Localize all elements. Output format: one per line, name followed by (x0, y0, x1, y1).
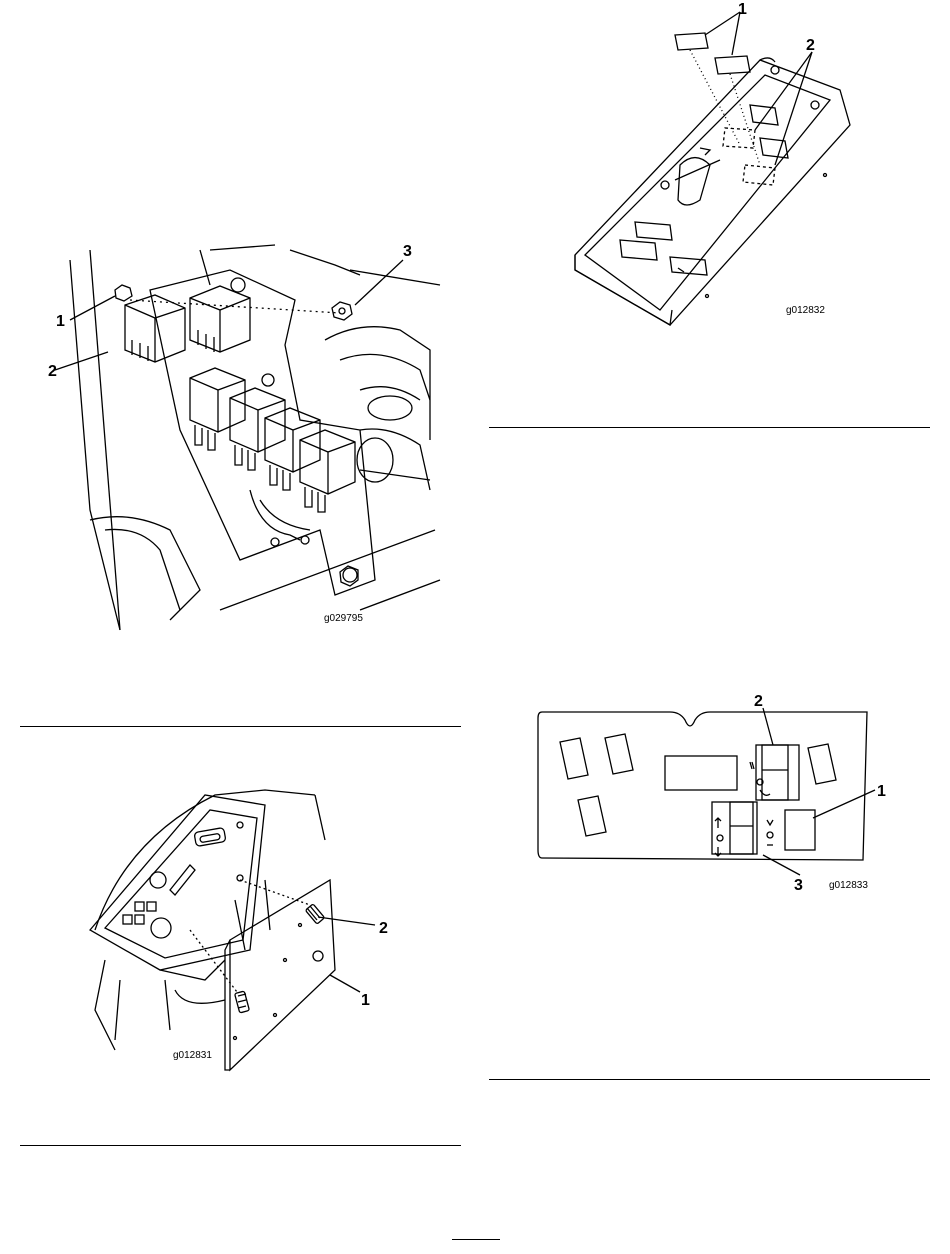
svg-text:1: 1 (361, 992, 370, 1009)
svg-text:1: 1 (56, 313, 65, 330)
svg-text:2: 2 (48, 363, 57, 380)
decal-panel-flat-figure: 2 1 3 g012833 2 1 3 (530, 690, 900, 895)
page-number-rule (452, 1239, 500, 1240)
relay-bracket-figure: 1 2 3 g029795 1 2 3 (60, 230, 440, 630)
figure-code: g012833 (829, 880, 868, 891)
figure-code: g012831 (173, 1050, 212, 1061)
figure-code: g012832 (786, 305, 825, 316)
figure-code: g029795 (324, 613, 363, 624)
section-divider (20, 726, 461, 727)
section-divider (20, 1145, 461, 1146)
svg-text:3: 3 (794, 877, 803, 894)
svg-text:1: 1 (877, 783, 886, 800)
svg-text:2: 2 (379, 920, 388, 937)
section-divider (489, 1079, 930, 1080)
svg-text:3: 3 (403, 243, 412, 260)
svg-text:2: 2 (754, 693, 763, 710)
decal-panel-tilted-figure: 1 2 g012832 1 2 (560, 0, 860, 330)
svg-text:1: 1 (738, 1, 747, 18)
control-panel-cover-figure: 2 1 g012831 1 2 (85, 780, 405, 1070)
section-divider (489, 427, 930, 428)
svg-text:2: 2 (806, 37, 815, 54)
